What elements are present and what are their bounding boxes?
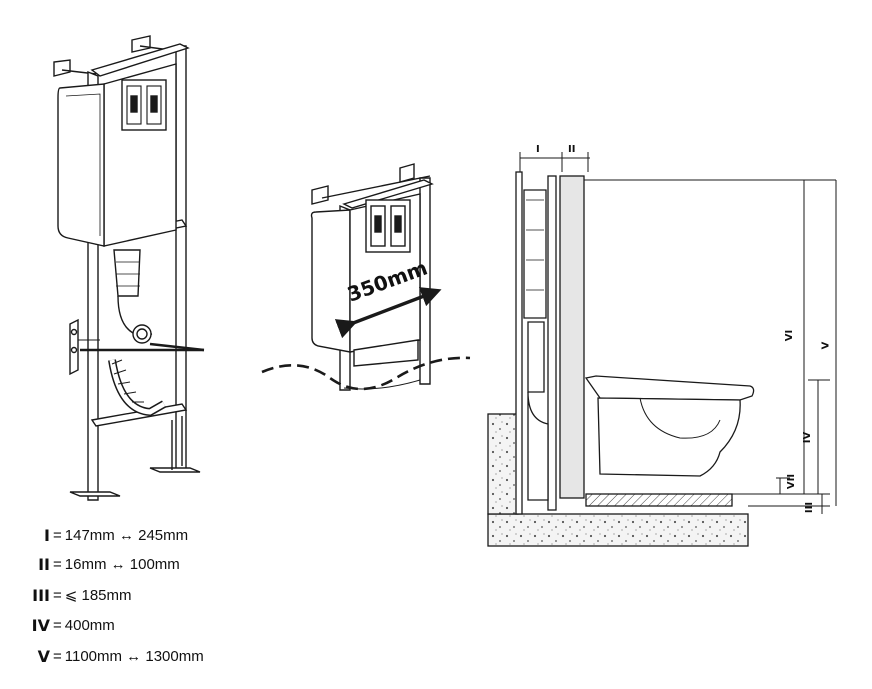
legend-symbol: III	[32, 585, 50, 605]
wall-hung-bowl	[584, 375, 755, 477]
frame-feet	[69, 416, 201, 497]
legend-value: ⩽ 185mm	[64, 587, 132, 604]
legend-row-I: I = 147mm ↔ 245mm	[26, 524, 188, 546]
dim-label-IV: IV	[802, 431, 814, 444]
flush-pipe	[113, 249, 153, 344]
section-cistern	[523, 189, 549, 501]
cross-section-view	[487, 152, 837, 547]
legend-equals: =	[53, 616, 62, 634]
legend-row-V: V = 1100mm ↔ 1300mm	[26, 645, 204, 667]
flush-plate-opening	[121, 79, 167, 131]
legend-symbol: II	[38, 554, 50, 574]
frame-uprights	[87, 43, 190, 501]
legend-equals: =	[53, 586, 62, 604]
floor-screed	[585, 493, 733, 507]
legend-value: 147mm ↔ 245mm	[64, 526, 189, 544]
frame-width-view	[261, 163, 471, 391]
legend-symbol: IV	[31, 615, 50, 635]
dim-label-I: I	[536, 144, 540, 155]
side-wall-anchor	[69, 318, 79, 376]
middle-top-bracket	[311, 163, 431, 205]
legend-row-III: III = ⩽ 185mm	[26, 584, 132, 606]
dim-label-III: III	[804, 501, 816, 514]
concrete-wall	[487, 413, 519, 515]
top-wall-bracket	[53, 35, 186, 77]
legend-row-II: II = 16mm ↔ 100mm	[26, 553, 180, 575]
dim-label-II: II	[568, 144, 576, 155]
legend-row-IV: IV = 400mm	[26, 614, 115, 636]
legend-symbol: I	[44, 525, 50, 545]
legend-equals: =	[53, 647, 62, 665]
drain-bend	[108, 359, 166, 417]
legend-symbol: V	[37, 646, 50, 666]
dim-label-VII: VII	[786, 473, 798, 490]
dim-label-VI: VI	[784, 329, 796, 342]
frame-perspective-view	[53, 35, 205, 501]
width-arrow	[334, 287, 442, 339]
cut-line	[261, 356, 471, 391]
legend-value: 1100mm ↔ 1300mm	[64, 647, 204, 665]
legend-equals: =	[53, 555, 62, 573]
dim-label-V: V	[820, 341, 832, 350]
cladding-panel	[559, 175, 585, 499]
legend-value: 400mm	[64, 616, 115, 634]
legend-value: 16mm ↔ 100mm	[64, 555, 180, 573]
legend-equals: =	[53, 526, 62, 544]
concrete-floor	[487, 513, 749, 547]
rear-wall	[515, 171, 523, 515]
